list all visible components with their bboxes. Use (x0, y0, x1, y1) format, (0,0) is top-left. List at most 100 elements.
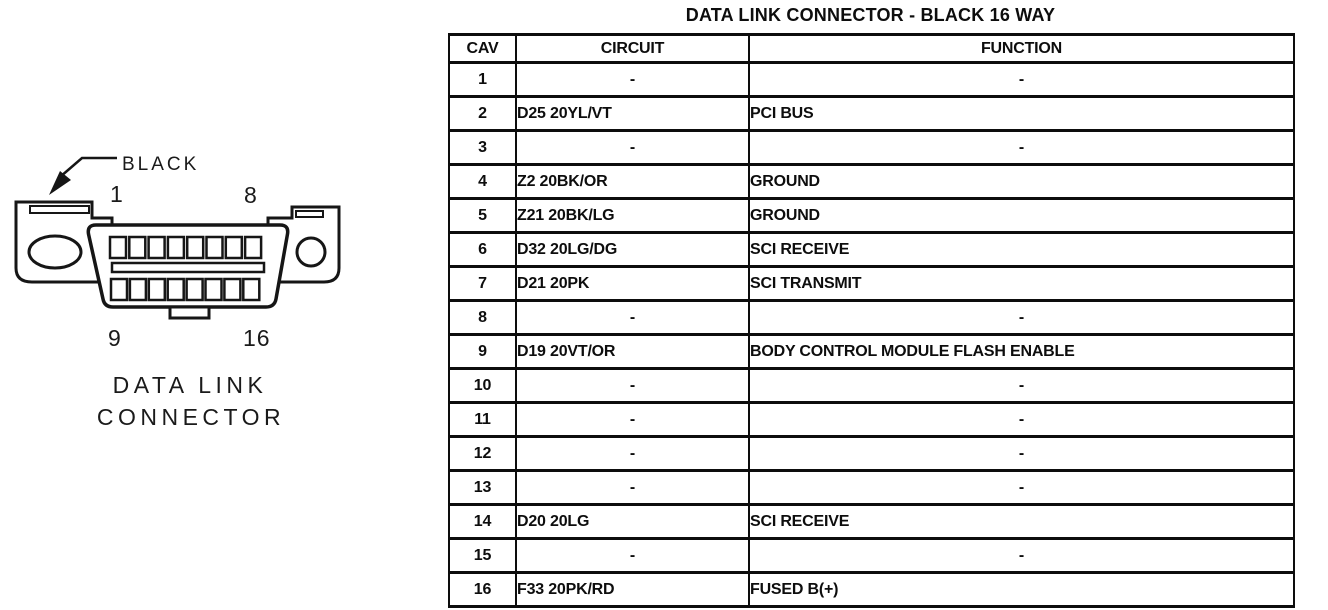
cell-circuit: - (515, 367, 750, 404)
table-row: 10-- (448, 367, 1295, 404)
cell-cav: 12 (448, 435, 517, 472)
pin-row-top (108, 235, 263, 260)
cell-circuit: - (515, 469, 750, 506)
connector-caption-line1: DATA LINK (113, 372, 268, 398)
connector-caption-line2: CONNECTOR (97, 404, 285, 430)
table-row: 12-- (448, 435, 1295, 472)
pin-number-1: 1 (110, 181, 124, 207)
connector-left-tab-detail (29, 205, 90, 214)
cell-function: - (748, 299, 1295, 336)
pin-cavity (128, 235, 147, 260)
pin-cavity (166, 235, 186, 260)
table-header-row: CAV CIRCUIT FUNCTION (448, 33, 1295, 64)
cell-function: SCI TRANSMIT (748, 265, 1295, 302)
pin-cavity (205, 235, 224, 260)
cell-cav: 9 (448, 333, 517, 370)
pin-number-8: 8 (244, 182, 258, 208)
cell-circuit: D25 20YL/VT (515, 95, 750, 132)
table-row: 15-- (448, 537, 1295, 574)
cell-cav: 14 (448, 503, 517, 540)
cell-cav: 4 (448, 163, 517, 200)
pin-number-9: 9 (108, 325, 122, 351)
connector-right-mount-hole (295, 236, 327, 268)
cell-cav: 1 (448, 61, 517, 98)
header-cav: CAV (448, 33, 517, 64)
cell-cav: 15 (448, 537, 517, 574)
pin-cavity (242, 277, 261, 302)
black-label-leader-line (59, 156, 117, 178)
connector-color-label: BLACK (122, 154, 199, 175)
pin-row-bottom (109, 277, 261, 302)
pin-cavity (224, 235, 244, 260)
cell-circuit: - (515, 401, 750, 438)
connector-bottom-tab (168, 305, 211, 320)
table-title: DATA LINK CONNECTOR - BLACK 16 WAY (685, 5, 1056, 25)
table-row: 8-- (448, 299, 1295, 336)
cell-function: - (748, 537, 1295, 574)
cell-circuit: D20 20LG (515, 503, 750, 540)
table-row: 3-- (448, 129, 1295, 166)
pin-cavity (147, 277, 167, 302)
cell-cav: 16 (448, 571, 517, 608)
pin-number-16: 16 (243, 325, 271, 351)
connector-right-tab-detail (295, 210, 324, 218)
cell-function: PCI BUS (748, 95, 1295, 132)
table-row: 11-- (448, 401, 1295, 438)
pin-cavity (108, 235, 128, 260)
cell-cav: 3 (448, 129, 517, 166)
header-function: FUNCTION (748, 33, 1295, 64)
table-row: 1-- (448, 61, 1295, 98)
cell-function: - (748, 367, 1295, 404)
cell-circuit: - (515, 129, 750, 166)
arrow-icon (49, 171, 71, 195)
cell-function: - (748, 435, 1295, 472)
cell-function: FUSED B(+) (748, 571, 1295, 608)
connector-key-bar (110, 261, 266, 274)
cell-function: GROUND (748, 163, 1295, 200)
cell-function: - (748, 129, 1295, 166)
cell-function: SCI RECEIVE (748, 231, 1295, 268)
pin-cavity (166, 277, 185, 302)
pin-cavity (223, 277, 242, 302)
header-circuit: CIRCUIT (515, 33, 750, 64)
cell-circuit: - (515, 299, 750, 336)
cell-function: SCI RECEIVE (748, 503, 1295, 540)
cell-cav: 5 (448, 197, 517, 234)
cell-circuit: - (515, 435, 750, 472)
pin-cavity (243, 235, 263, 260)
data-link-connector-drawing: BLACK 1 8 9 16 DATA LINK CONNECTOR (14, 154, 341, 430)
pin-cavity (147, 235, 166, 260)
cell-circuit: D19 20VT/OR (515, 333, 750, 370)
cell-circuit: Z21 20BK/LG (515, 197, 750, 234)
cell-function: - (748, 61, 1295, 98)
cell-function: - (748, 401, 1295, 438)
cell-circuit: D21 20PK (515, 265, 750, 302)
cell-function: BODY CONTROL MODULE FLASH ENABLE (748, 333, 1295, 370)
cell-cav: 13 (448, 469, 517, 506)
cell-cav: 10 (448, 367, 517, 404)
cell-cav: 2 (448, 95, 517, 132)
cell-function: - (748, 469, 1295, 506)
cell-circuit: Z2 20BK/OR (515, 163, 750, 200)
pin-cavity (204, 277, 223, 302)
cell-function: GROUND (748, 197, 1295, 234)
cell-circuit: - (515, 537, 750, 574)
pin-cavity (109, 277, 129, 302)
cell-circuit: F33 20PK/RD (515, 571, 750, 608)
pin-cavity (185, 277, 204, 302)
cell-circuit: D32 20LG/DG (515, 231, 750, 268)
cell-circuit: - (515, 61, 750, 98)
table-row: 13-- (448, 469, 1295, 506)
pin-cavity (185, 235, 205, 260)
cell-cav: 11 (448, 401, 517, 438)
